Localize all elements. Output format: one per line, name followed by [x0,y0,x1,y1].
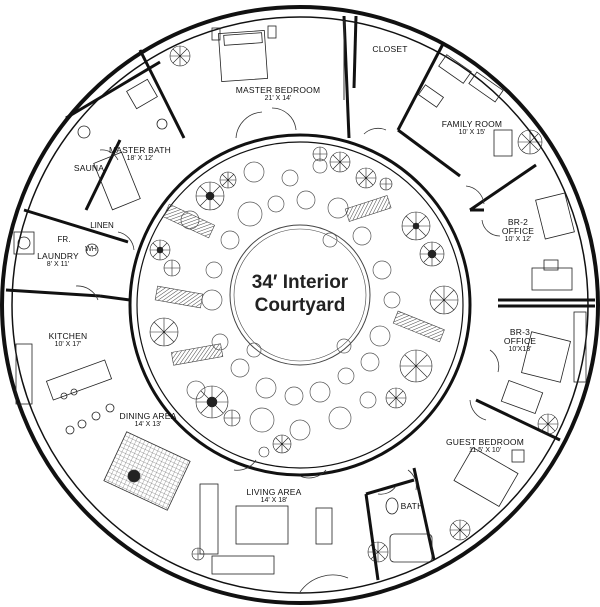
room-dining-area: DINING AREA 14' X 13' [108,412,188,428]
room-master-bath: MASTER BATH 18' X 12' [100,146,180,162]
room-bath: BATH [392,502,432,511]
room-kitchen: KITCHEN 10' X 17' [38,332,98,348]
room-name: MASTER BATH [108,145,172,155]
appliance-fridge: FR. [52,235,76,244]
room-name: BR-2 [507,217,529,227]
room-master-bedroom: MASTER BEDROOM 21' X 14' [218,86,338,102]
room-dim: 14' X 13' [134,420,162,428]
room-name: LIVING AREA [246,487,302,497]
room-name: KITCHEN [48,331,88,341]
master-bed [211,25,277,82]
kitchen-counter [15,343,115,435]
br3-furniture [500,311,587,415]
room-dim: 11.5' X 10' [468,446,502,454]
family-room-furniture [417,54,513,157]
room-guest-bedroom: GUEST BEDROOM 11.5' X 10' [440,438,530,454]
room-name: CLOSET [372,44,408,54]
dining-table [103,431,191,511]
room-dim: 18' X 12' [126,154,154,162]
appliance-water-heater: WH. [80,246,104,253]
courtyard-wall [128,133,472,477]
room-laundry: LAUNDRY 8' X 11' [28,252,88,268]
planter-stairs [154,195,445,366]
room-name-secondary: OFFICE [503,335,537,346]
door-swings [75,107,501,593]
room-dim: 10' X 12' [504,235,532,243]
room-dim: 14' X 18' [260,496,288,504]
br2-furniture [531,192,575,291]
courtyard-label-line1: 34′ Interior [251,272,349,293]
room-name: FAMILY ROOM [441,119,503,129]
room-name: LAUNDRY [37,251,79,261]
courtyard-center [229,224,371,366]
room-dim: 10' X 15' [458,128,486,136]
room-br3: BR-3 OFFICE 10'X13' [500,328,540,353]
master-bath-fixtures [77,78,168,211]
room-linen: LINEN [84,221,120,230]
room-name: SAUNA [73,163,105,173]
room-dim: 8' X 11' [46,260,70,268]
interior-walls [5,15,595,581]
room-name: WH. [85,246,99,253]
bath-fixtures [385,497,433,563]
room-dim: 10' X 17' [54,340,82,348]
living-furniture [199,483,333,575]
laundry-appliances [13,231,99,257]
room-name-secondary: OFFICE [501,225,535,236]
room-dim: 21' X 14' [264,94,292,102]
room-name: LINEN [90,221,114,230]
room-name: DINING AREA [119,411,177,421]
room-name: BATH [400,501,424,511]
room-br2: BR-2 OFFICE 10' X 12' [488,218,548,243]
room-dim: 10'X13' [508,345,532,353]
plants [149,45,559,563]
room-name: MASTER BEDROOM [235,85,321,95]
courtyard-label-line2: Courtyard [254,294,346,316]
room-closet: CLOSET [360,45,420,54]
room-sauna: SAUNA [64,164,114,173]
courtyard-label: 34′ Interior Courtyard [220,272,380,318]
room-name: BR-3 [509,327,531,337]
room-name: FR. [57,235,71,244]
room-family-room: FAMILY ROOM 10' X 15' [432,120,512,136]
guest-bed [453,446,525,508]
room-living-area: LIVING AREA 14' X 18' [234,488,314,504]
room-name: GUEST BEDROOM [445,437,524,447]
